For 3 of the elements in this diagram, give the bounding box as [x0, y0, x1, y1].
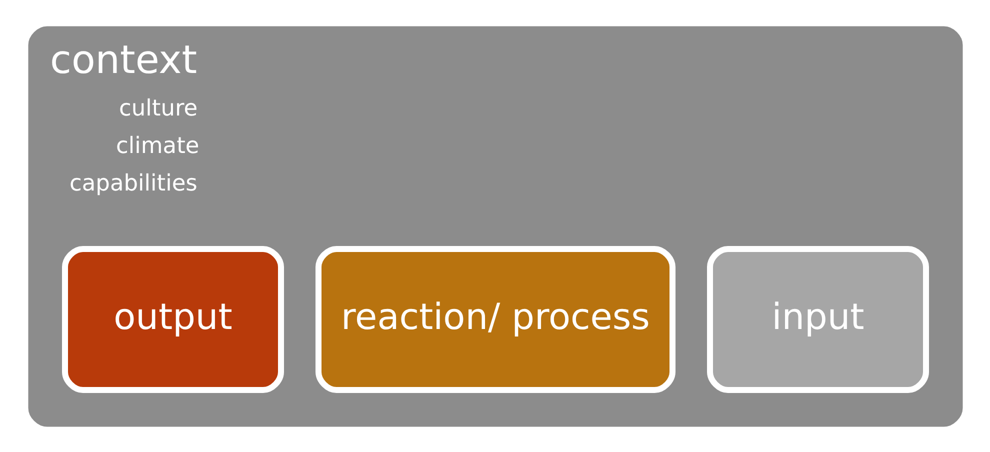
node-box: reaction/ process: [315, 246, 675, 392]
node-box: input: [706, 246, 928, 392]
node-box: output: [62, 246, 284, 392]
